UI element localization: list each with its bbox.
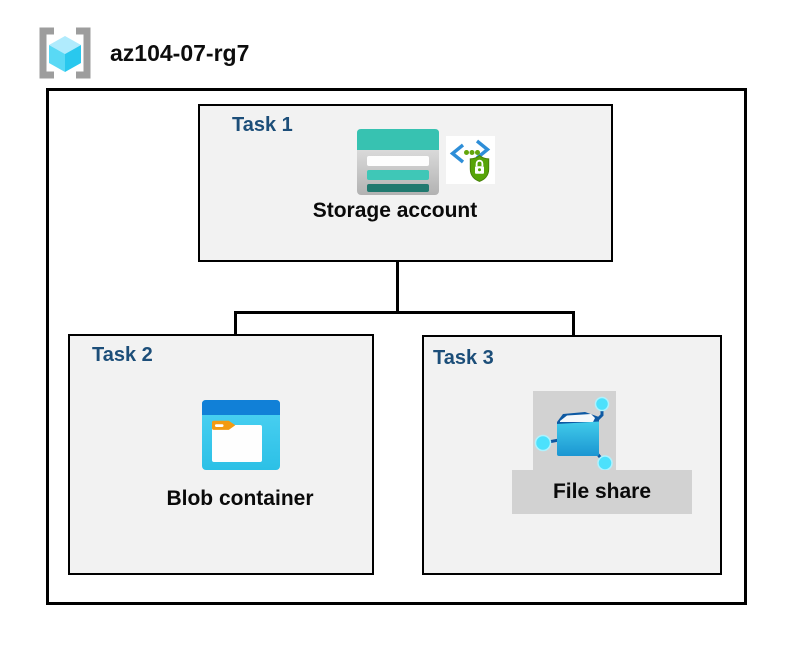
task3-box: Task 3 — [422, 335, 722, 575]
task3-label: Task 3 — [433, 347, 494, 369]
storage-account-icon — [357, 129, 439, 195]
secure-transfer-icon — [446, 136, 495, 184]
resource-group-name: az104-07-rg7 — [110, 40, 250, 66]
blob-container-label: Blob container — [166, 487, 314, 510]
file-share-highlight — [533, 391, 616, 471]
blob-container-icon — [202, 400, 280, 470]
file-share-icon — [533, 391, 616, 471]
file-share-label: File share — [552, 480, 652, 503]
resource-group-icon — [33, 25, 97, 81]
storage-account-label: Storage account — [312, 199, 478, 222]
task1-box: Task 1 — [198, 104, 613, 262]
connector-storage-stem — [396, 235, 399, 313]
file-share-label-bg: File share — [512, 470, 692, 514]
task1-label: Task 1 — [232, 114, 293, 136]
connector-horizontal — [234, 311, 575, 314]
task2-box: Task 2 Blob container — [68, 334, 374, 575]
task2-label: Task 2 — [92, 344, 153, 366]
